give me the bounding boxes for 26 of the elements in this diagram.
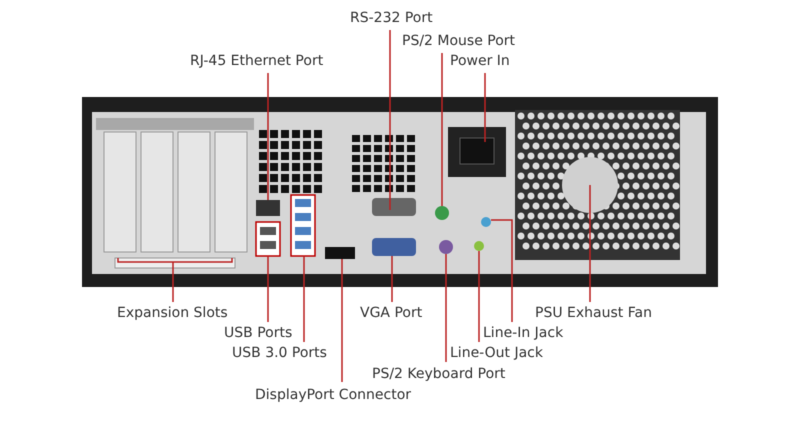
leader-line (341, 259, 343, 382)
leader-line (445, 254, 447, 362)
callout-label: PS/2 Mouse Port (402, 33, 516, 50)
leader-line (117, 257, 233, 302)
leader-line (267, 73, 269, 200)
callout-label: PS/2 Keyboard Port (372, 366, 506, 383)
callout-label: Expansion Slots (117, 305, 228, 322)
callout-label: PSU Exhaust Fan (535, 305, 652, 322)
leader-line (478, 251, 480, 342)
leader-line (303, 256, 305, 342)
callout-label: RJ-45 Ethernet Port (190, 53, 324, 70)
callout-label: Line-In Jack (483, 325, 564, 342)
callout-label: USB Ports (224, 325, 292, 342)
leader-line (267, 256, 269, 322)
leader-line (441, 53, 443, 206)
leader-line (391, 256, 393, 302)
callout-label: Line-Out Jack (450, 345, 543, 362)
callout-label: VGA Port (360, 305, 422, 322)
leader-line (589, 185, 591, 302)
callout-label: RS-232 Port (350, 10, 433, 27)
callout-label: Power In (450, 53, 510, 70)
leader-line (484, 73, 486, 142)
leader-line (491, 219, 513, 322)
callout-label: DisplayPort Connector (255, 387, 412, 404)
leader-line (389, 30, 391, 210)
callout-label: USB 3.0 Ports (232, 345, 327, 362)
